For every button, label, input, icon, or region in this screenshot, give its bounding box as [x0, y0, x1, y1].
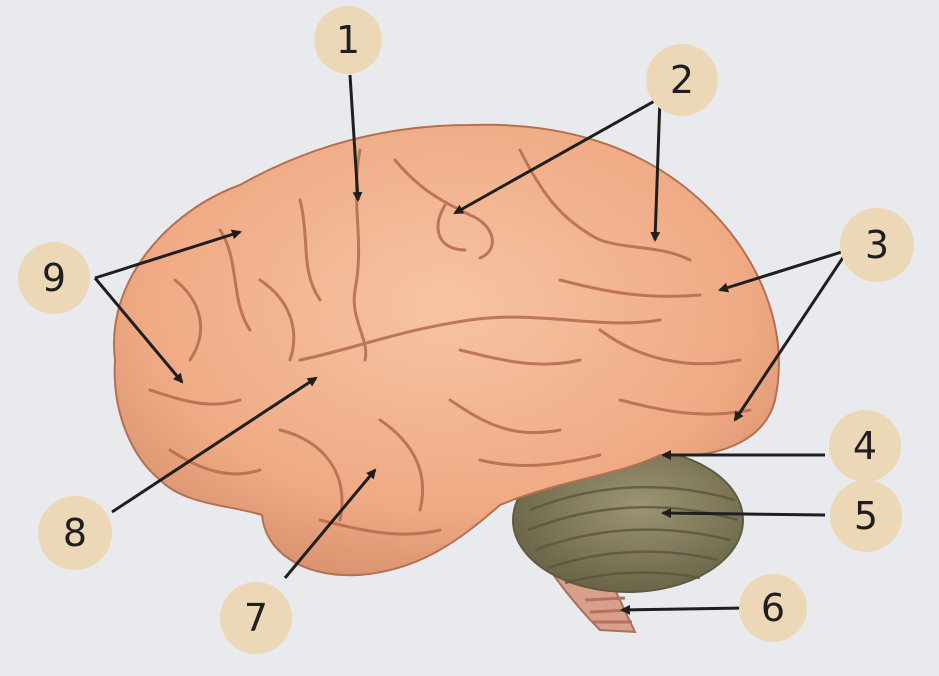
arrow-6: [620, 604, 746, 615]
arrow-1: [348, 74, 363, 202]
callout-7-text: 7: [244, 596, 268, 640]
arrow-3b: [733, 249, 850, 422]
arrow-9b: [93, 277, 184, 384]
callout-2: 2: [646, 44, 718, 116]
callout-7: 7: [220, 582, 292, 654]
callout-8: 8: [38, 496, 112, 570]
callout-6-text: 6: [761, 586, 785, 630]
arrow-3a: [718, 248, 849, 293]
callout-9: 9: [18, 242, 90, 314]
arrow-7: [283, 468, 377, 579]
arrow-2b: [650, 97, 662, 242]
callout-4-text: 4: [853, 424, 877, 468]
callout-3-text: 3: [865, 223, 889, 267]
sulci: [148, 148, 752, 536]
callout-1: 1: [314, 6, 382, 74]
cerebellum-folia: [527, 485, 739, 585]
arrow-5: [661, 508, 826, 519]
callout-5-text: 5: [854, 494, 878, 538]
arrow-9a: [94, 229, 242, 280]
callout-9-text: 9: [42, 256, 66, 300]
callout-8-text: 8: [63, 511, 87, 555]
arrow-8: [111, 376, 318, 514]
cerebrum: [112, 123, 780, 577]
callout-2-text: 2: [670, 58, 694, 102]
arrow-2a: [453, 96, 661, 215]
callout-4: 4: [829, 410, 901, 482]
callout-6: 6: [739, 574, 807, 642]
callout-5: 5: [830, 480, 902, 552]
callout-3: 3: [840, 208, 914, 282]
callout-1-text: 1: [336, 18, 360, 62]
leader-lines: [93, 74, 850, 615]
